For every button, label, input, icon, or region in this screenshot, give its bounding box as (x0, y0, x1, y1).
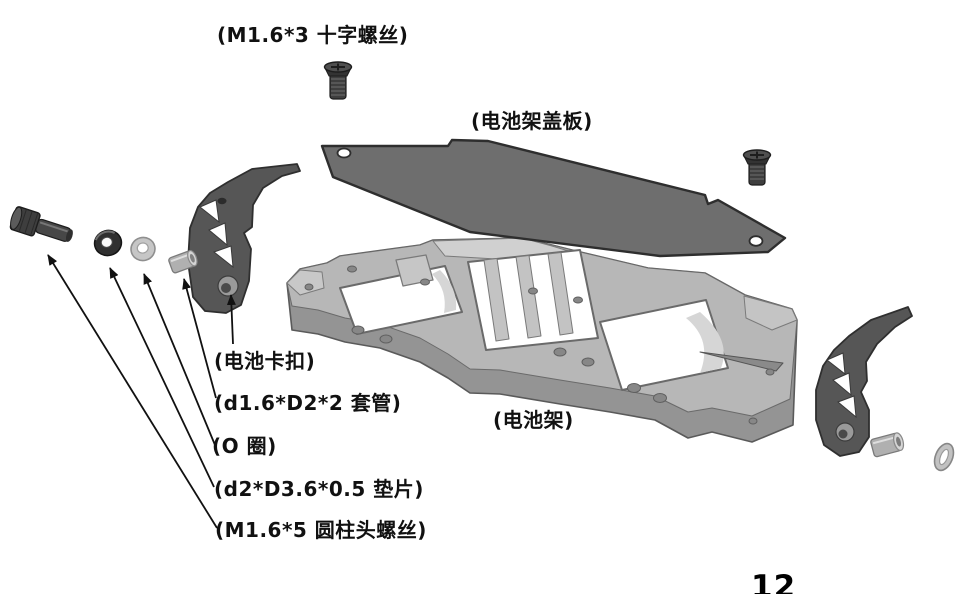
phillips-screw-right (742, 149, 772, 186)
o-ring-part (130, 236, 156, 262)
washer-part (93, 229, 123, 257)
o-ring-part-right (933, 442, 955, 472)
battery-clip-right (815, 306, 913, 457)
sleeve-part-right (870, 432, 905, 458)
label-battery-clip: (电池卡扣) (214, 349, 316, 373)
label-washer: (d2*D3.6*0.5 垫片) (214, 477, 424, 501)
label-o-ring: (O 圈) (212, 434, 277, 458)
label-cover-plate: (电池架盖板) (471, 109, 593, 133)
sleeve-part-left (168, 249, 198, 274)
cover-plate-part (320, 138, 787, 258)
label-cap-screw: (M1.6*5 圆柱头螺丝) (215, 518, 427, 542)
cap-screw-part (9, 206, 73, 242)
label-phillips-screw: (M1.6*3 十字螺丝) (217, 23, 409, 47)
label-battery-tray: (电池架) (493, 408, 574, 432)
phillips-screw-top (323, 61, 353, 100)
label-sleeve: (d1.6*D2*2 套管) (214, 391, 402, 415)
page-number: 12 (751, 569, 797, 594)
pointer-arrows (47, 254, 236, 529)
battery-clip-left (187, 163, 301, 314)
battery-tray-part (286, 237, 798, 443)
